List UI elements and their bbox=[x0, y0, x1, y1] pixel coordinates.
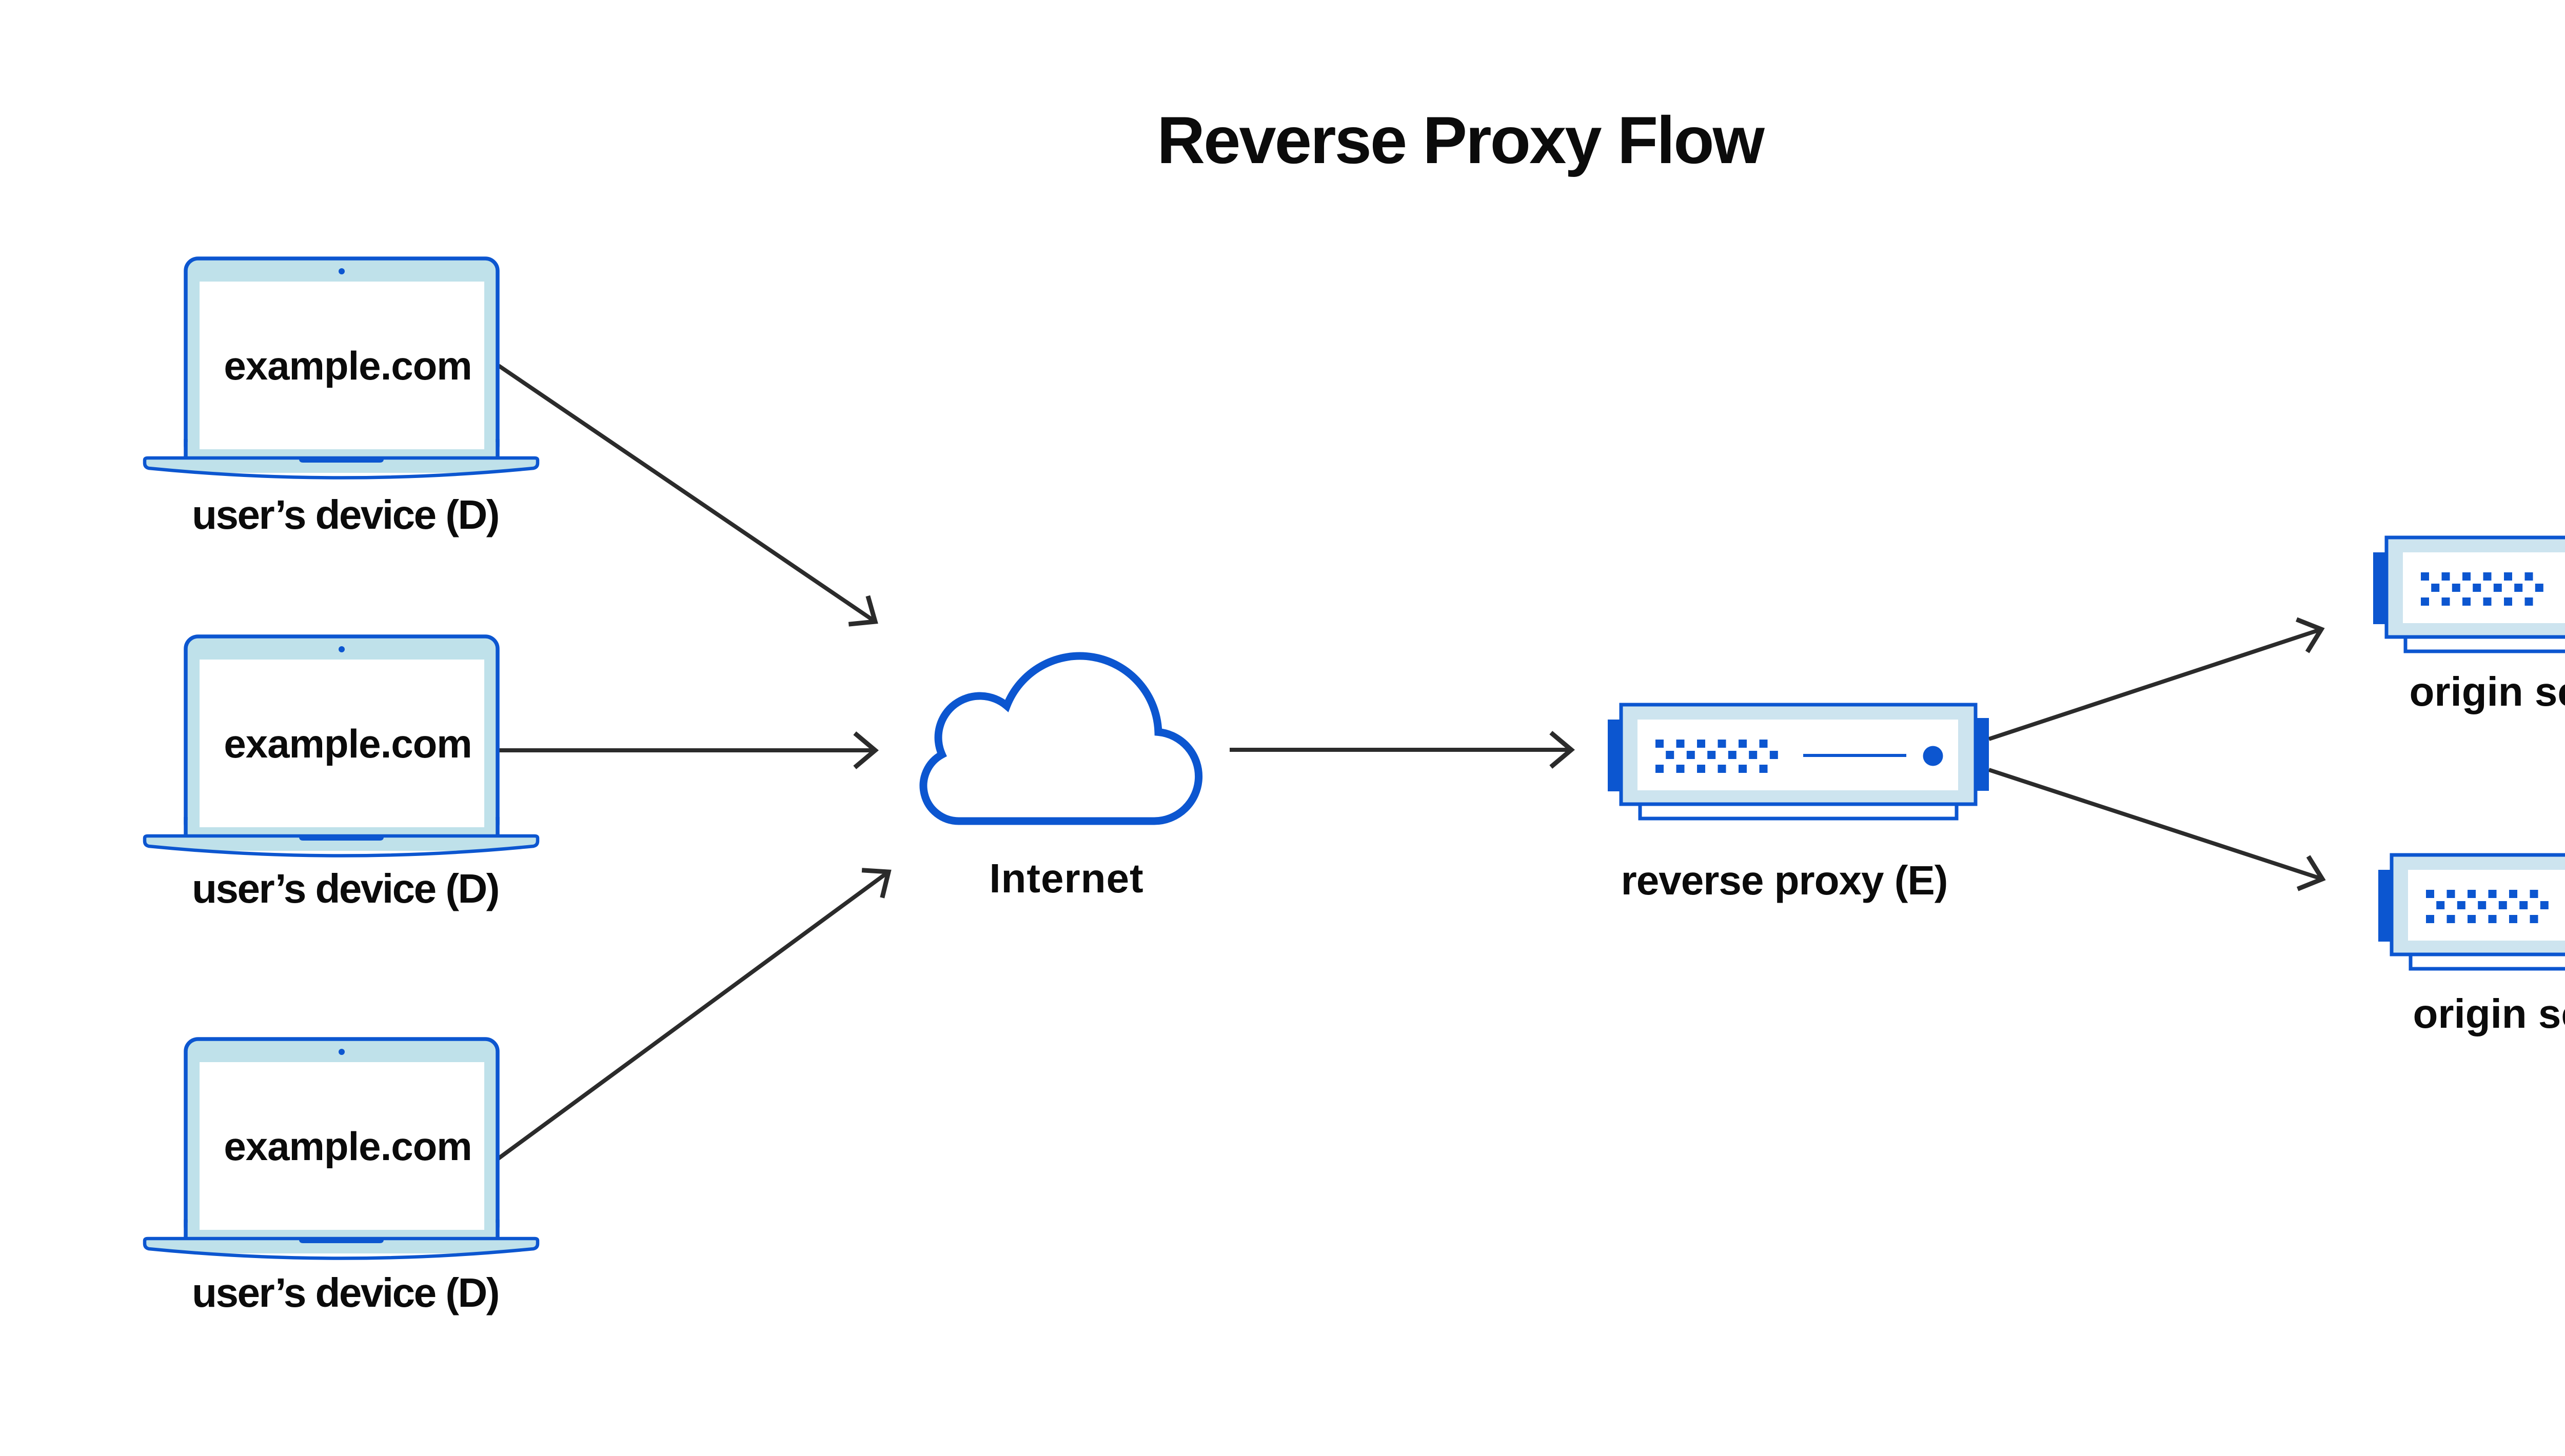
svg-text:user’s device (D): user’s device (D) bbox=[192, 866, 499, 911]
svg-text:user’s device (D): user’s device (D) bbox=[192, 492, 499, 537]
svg-text:reverse proxy (E): reverse proxy (E) bbox=[1621, 857, 1948, 903]
svg-text:Reverse Proxy Flow: Reverse Proxy Flow bbox=[1157, 103, 1765, 177]
svg-text:example.com: example.com bbox=[224, 1124, 471, 1169]
svg-text:Internet: Internet bbox=[989, 855, 1143, 901]
svg-text:origin server (F): origin server (F) bbox=[2409, 669, 2565, 714]
svg-text:origin server (F): origin server (F) bbox=[2413, 991, 2565, 1036]
svg-text:user’s device (D): user’s device (D) bbox=[192, 1270, 499, 1315]
svg-text:example.com: example.com bbox=[224, 721, 471, 766]
svg-text:example.com: example.com bbox=[224, 343, 471, 388]
